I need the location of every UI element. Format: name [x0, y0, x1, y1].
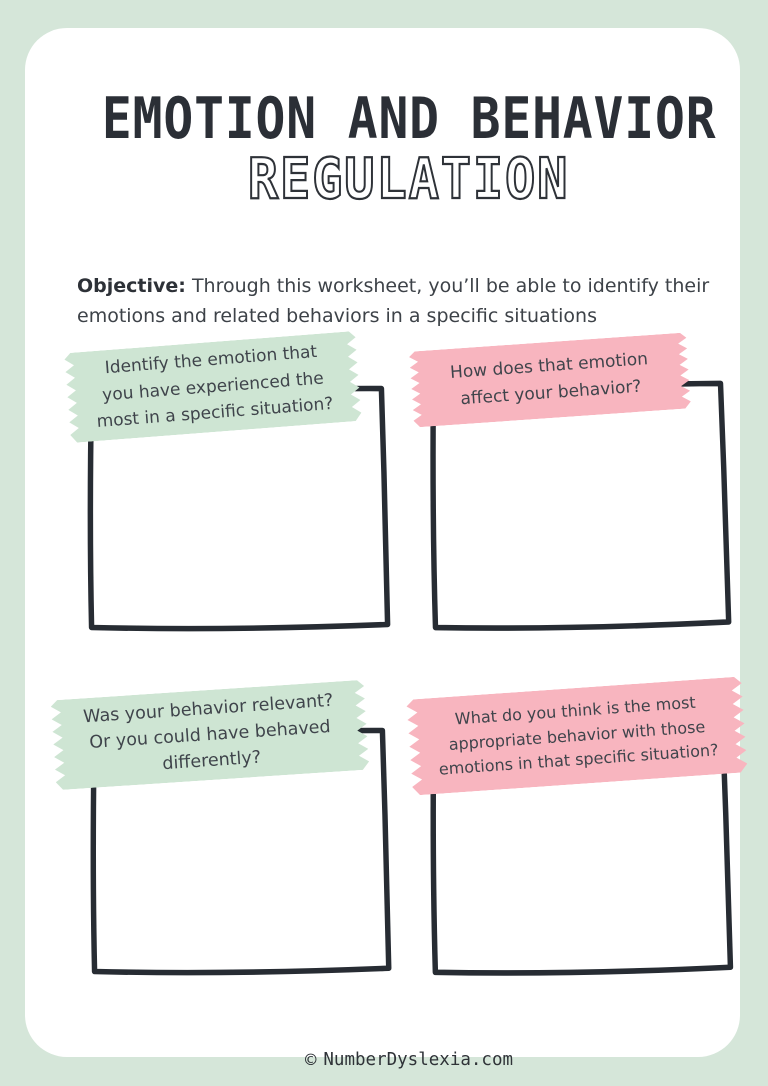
worksheet-sheet: EMOTION AND BEHAVIOR REGULATION Objectiv… [25, 28, 740, 1070]
objective-text: Objective: Through this worksheet, you’l… [77, 275, 710, 328]
objective-label: Objective: [77, 275, 186, 297]
copyright-icon: © [304, 1048, 317, 1071]
footer-site-name: NumberDyslexia.com [323, 1050, 514, 1070]
page-title: EMOTION AND BEHAVIOR REGULATION [25, 86, 768, 212]
title-line-2: REGULATION [247, 146, 570, 212]
title-line-1: EMOTION AND BEHAVIOR [101, 86, 717, 152]
footer-credit: © NumberDyslexia.com [25, 1050, 768, 1070]
